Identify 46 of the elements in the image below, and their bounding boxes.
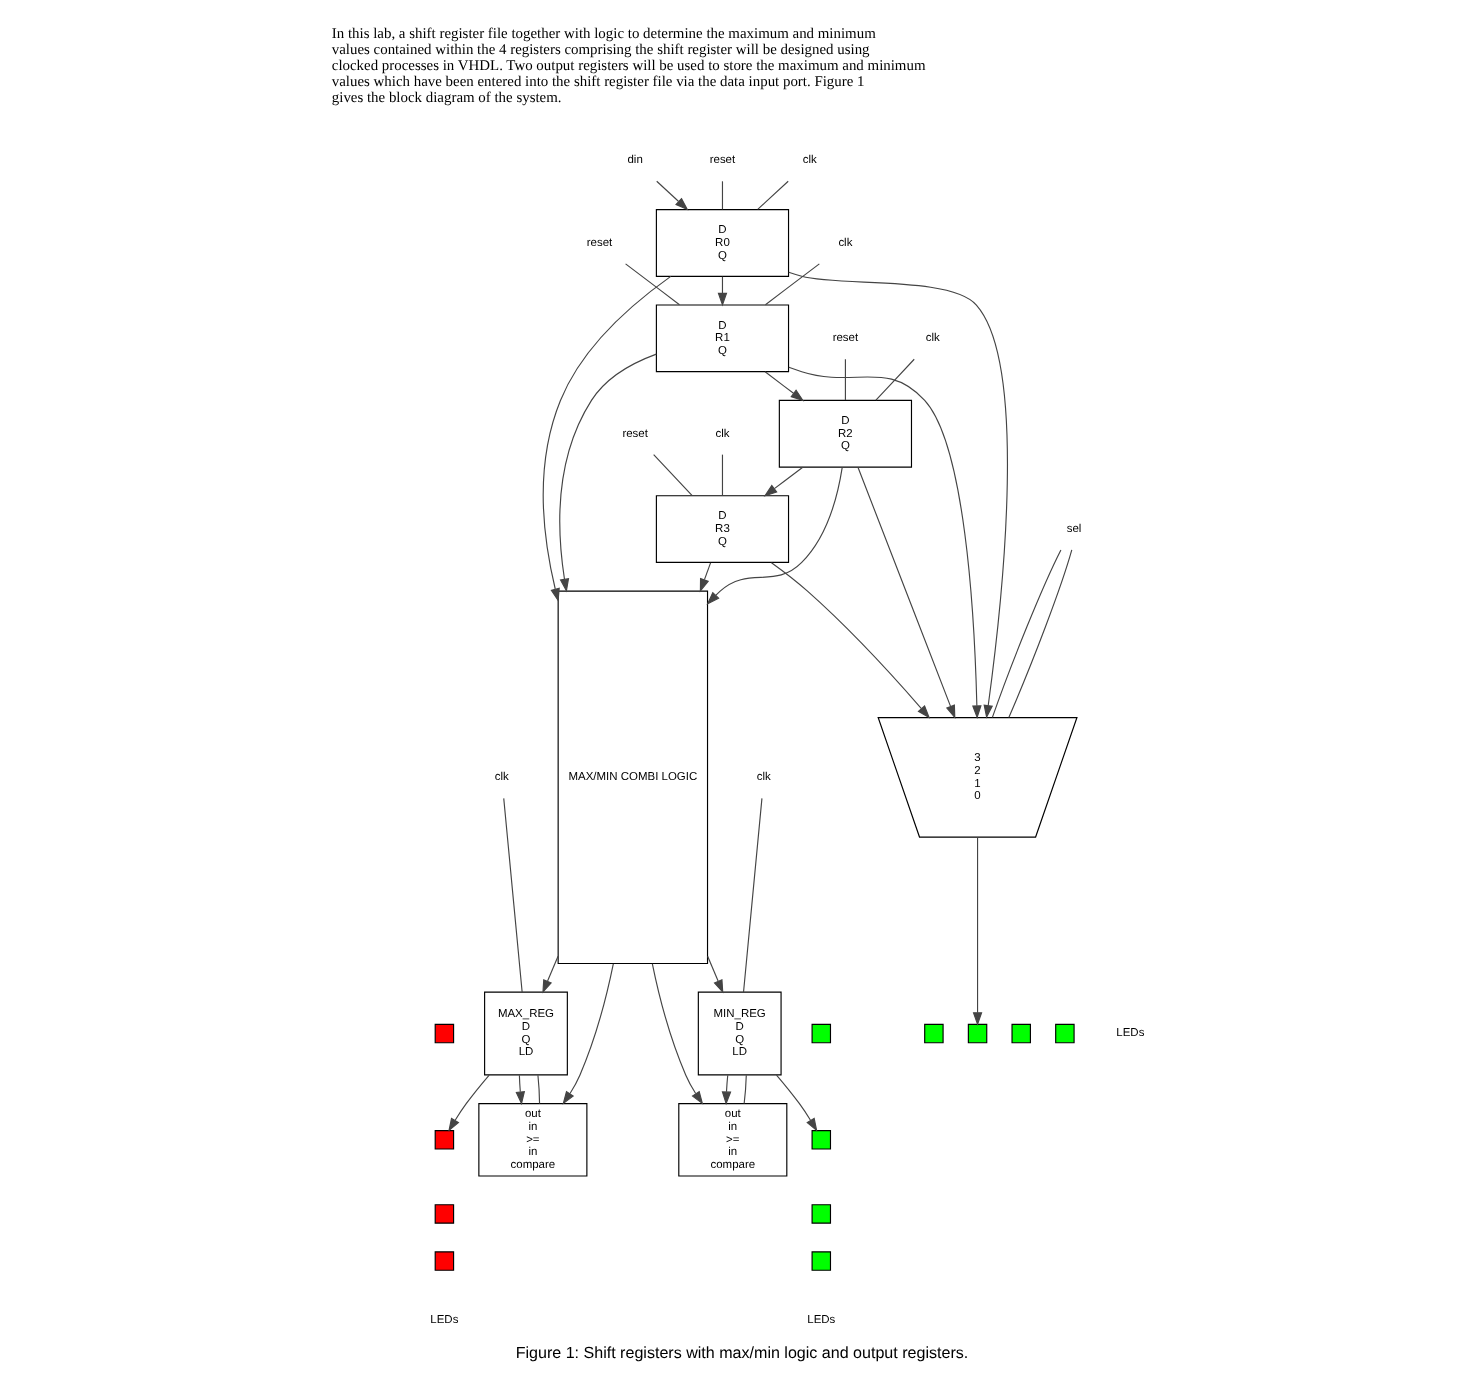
- connector: [990, 549, 1061, 718]
- node-box: [433, 1023, 454, 1044]
- arrow: [514, 1074, 525, 1106]
- arrow: [698, 562, 711, 593]
- arrow: [763, 371, 804, 402]
- arrow: [971, 836, 982, 1026]
- node-box: [966, 1023, 987, 1044]
- connector: [624, 263, 680, 306]
- connector: [652, 454, 692, 496]
- connector: [763, 263, 819, 306]
- node-box: [433, 1251, 454, 1271]
- connector: [742, 1074, 746, 1105]
- arrow: [774, 1074, 817, 1132]
- arrow: [787, 366, 981, 720]
- arrow: [769, 562, 930, 719]
- connector: [874, 358, 914, 401]
- connector: [741, 797, 762, 993]
- connector: [756, 180, 788, 210]
- arrow: [720, 1074, 731, 1106]
- arrow: [558, 353, 656, 593]
- arrow: [762, 466, 803, 497]
- node-box: [433, 1130, 454, 1150]
- arrow: [561, 963, 613, 1105]
- node-box: [923, 1023, 943, 1044]
- connector: [502, 797, 522, 993]
- connector: [536, 1074, 540, 1105]
- node-box: [1010, 1023, 1030, 1044]
- arrow: [856, 466, 955, 719]
- node-box: [810, 1130, 831, 1150]
- node-box: [1054, 1023, 1074, 1044]
- arrow: [655, 180, 688, 211]
- connector: [1007, 549, 1072, 718]
- arrow: [650, 963, 703, 1105]
- node-box: [433, 1204, 454, 1224]
- arrow: [787, 271, 1007, 719]
- node-box: [810, 1204, 831, 1224]
- node-box: [810, 1023, 831, 1044]
- arrow: [447, 1074, 489, 1132]
- connector: [720, 180, 723, 210]
- arrow: [705, 466, 842, 605]
- arrow: [706, 955, 723, 994]
- connector: [720, 454, 723, 496]
- node-box: [810, 1251, 831, 1271]
- arrow: [541, 955, 558, 994]
- arrow: [541, 275, 671, 603]
- connector: [843, 358, 845, 401]
